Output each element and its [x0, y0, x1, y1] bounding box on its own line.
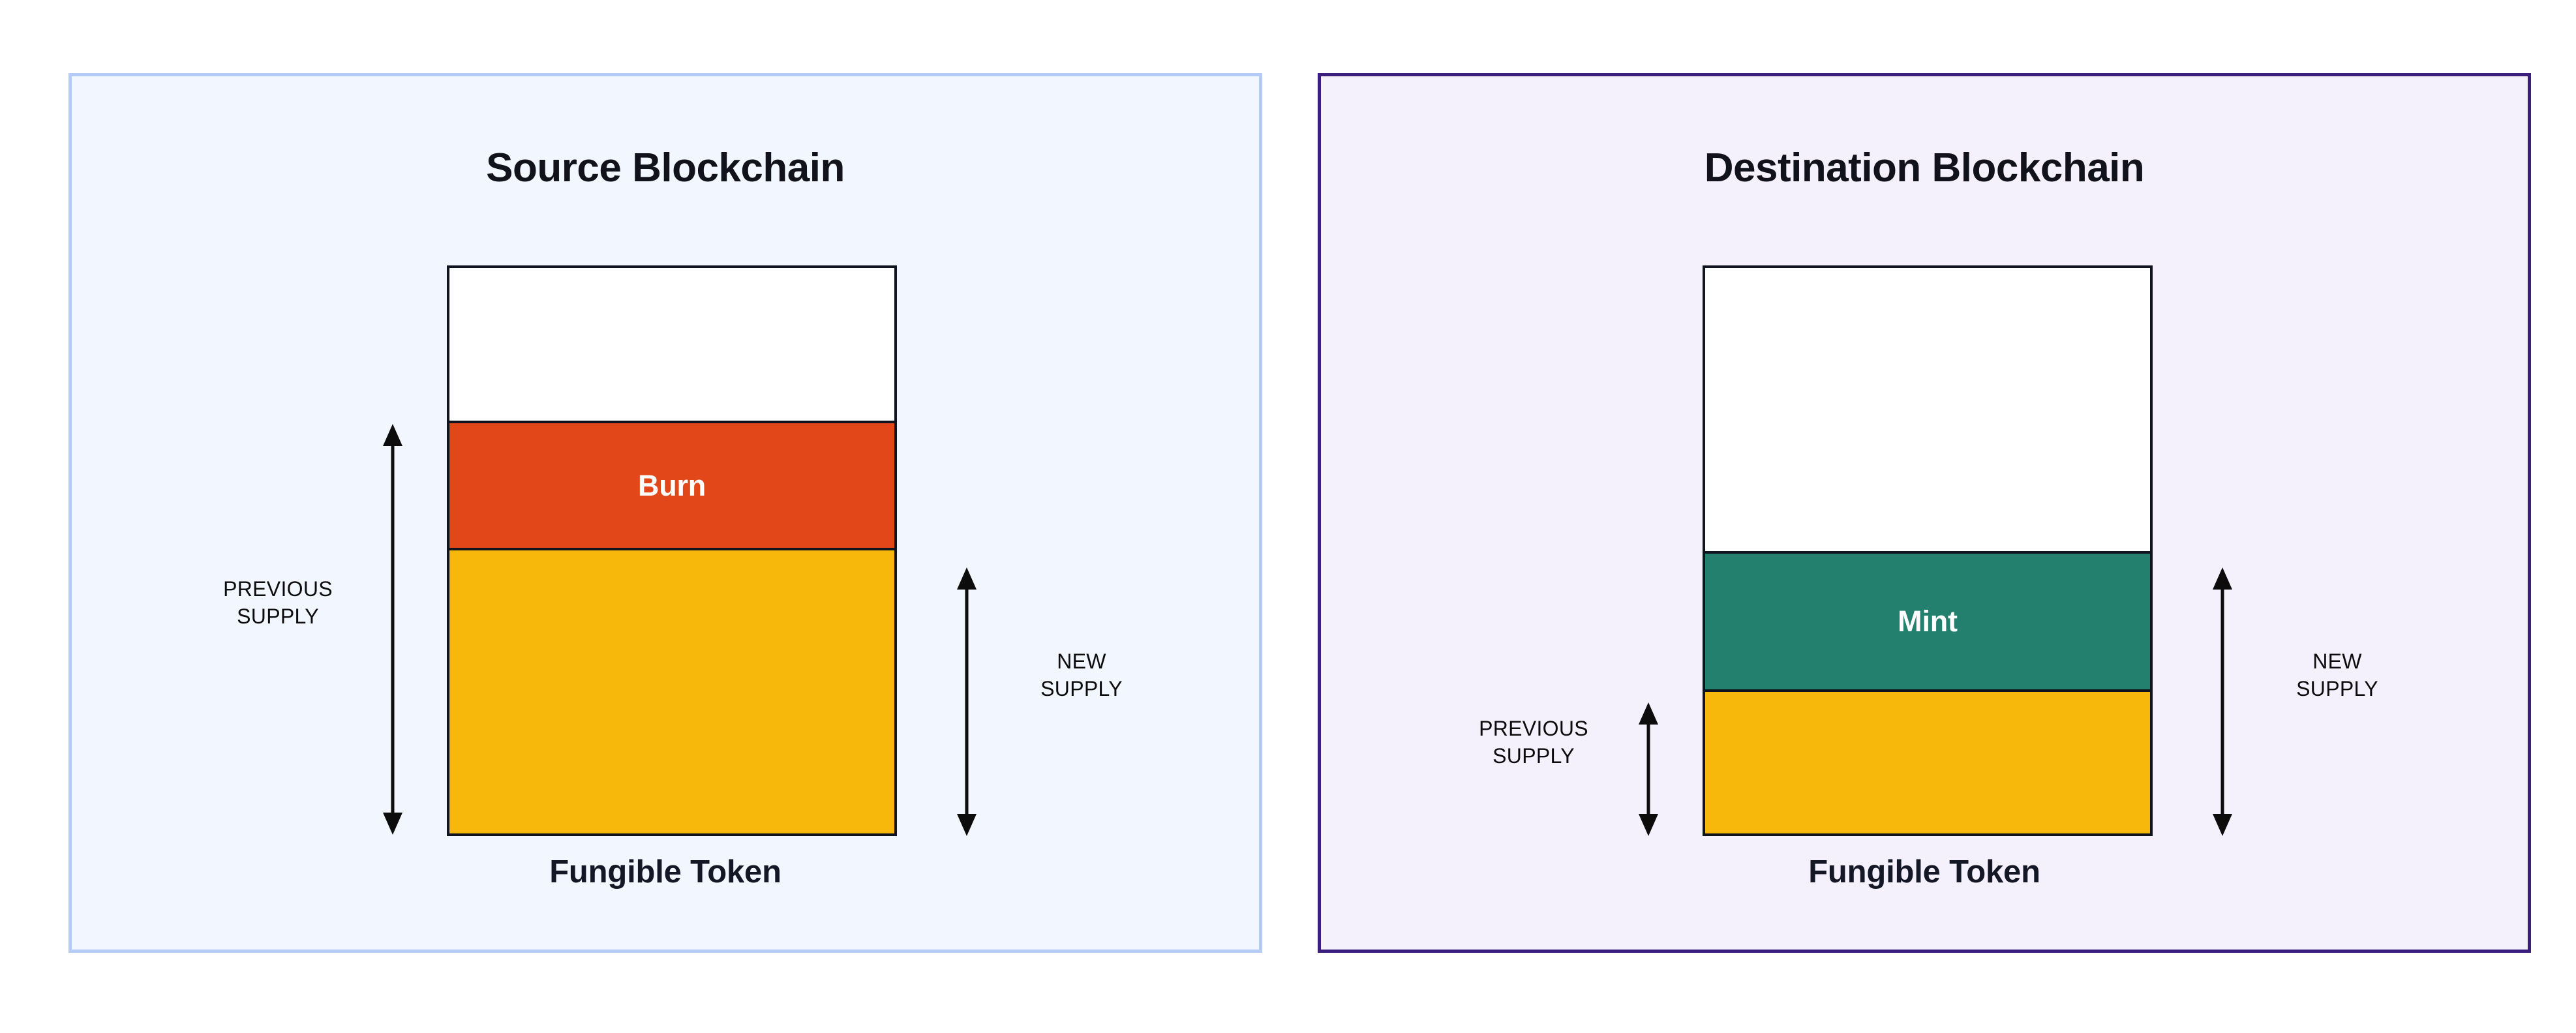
mint-label: Mint: [1898, 605, 1958, 638]
destination-new-supply-label: NEW SUPPLY: [2296, 650, 2378, 701]
destination-previous-supply-label: PREVIOUS SUPPLY: [1479, 717, 1588, 768]
destination-token-supply-bar: Mint: [1703, 265, 2153, 836]
burn-label: Burn: [637, 469, 706, 503]
destination-panel-caption: Fungible Token: [1808, 854, 2040, 890]
double-headed-arrow-icon: [2213, 567, 2232, 836]
source-segment-empty-headroom: [449, 268, 894, 421]
source-blockchain-panel: Source Blockchain Burn PREVIOUS SUPPLY: [68, 73, 1262, 953]
double-headed-arrow-icon: [383, 424, 402, 835]
destination-segment-existing-supply: [1705, 692, 2150, 833]
source-previous-supply-measure: PREVIOUS SUPPLY: [223, 424, 402, 835]
destination-blockchain-panel: Destination Blockchain Mint PREVIOUS SUP…: [1318, 73, 2531, 953]
destination-segment-empty-headroom: [1705, 268, 2150, 551]
double-headed-arrow-icon: [957, 567, 977, 836]
source-token-supply-bar: Burn: [447, 265, 897, 836]
source-panel-caption: Fungible Token: [549, 854, 781, 890]
destination-previous-supply-measure: PREVIOUS SUPPLY: [1479, 702, 1658, 836]
destination-new-supply-measure: NEW SUPPLY: [2213, 567, 2378, 836]
source-segment-remaining-supply: [449, 550, 894, 833]
destination-segment-mint: Mint: [1705, 550, 2150, 693]
source-panel-title: Source Blockchain: [486, 145, 845, 190]
source-segment-burn: Burn: [449, 421, 894, 551]
source-new-supply-label: NEW SUPPLY: [1040, 650, 1123, 701]
source-new-supply-measure: NEW SUPPLY: [957, 567, 1123, 836]
double-headed-arrow-icon: [1639, 702, 1658, 836]
destination-panel-title: Destination Blockchain: [1704, 145, 2145, 190]
source-previous-supply-label: PREVIOUS SUPPLY: [223, 577, 333, 629]
